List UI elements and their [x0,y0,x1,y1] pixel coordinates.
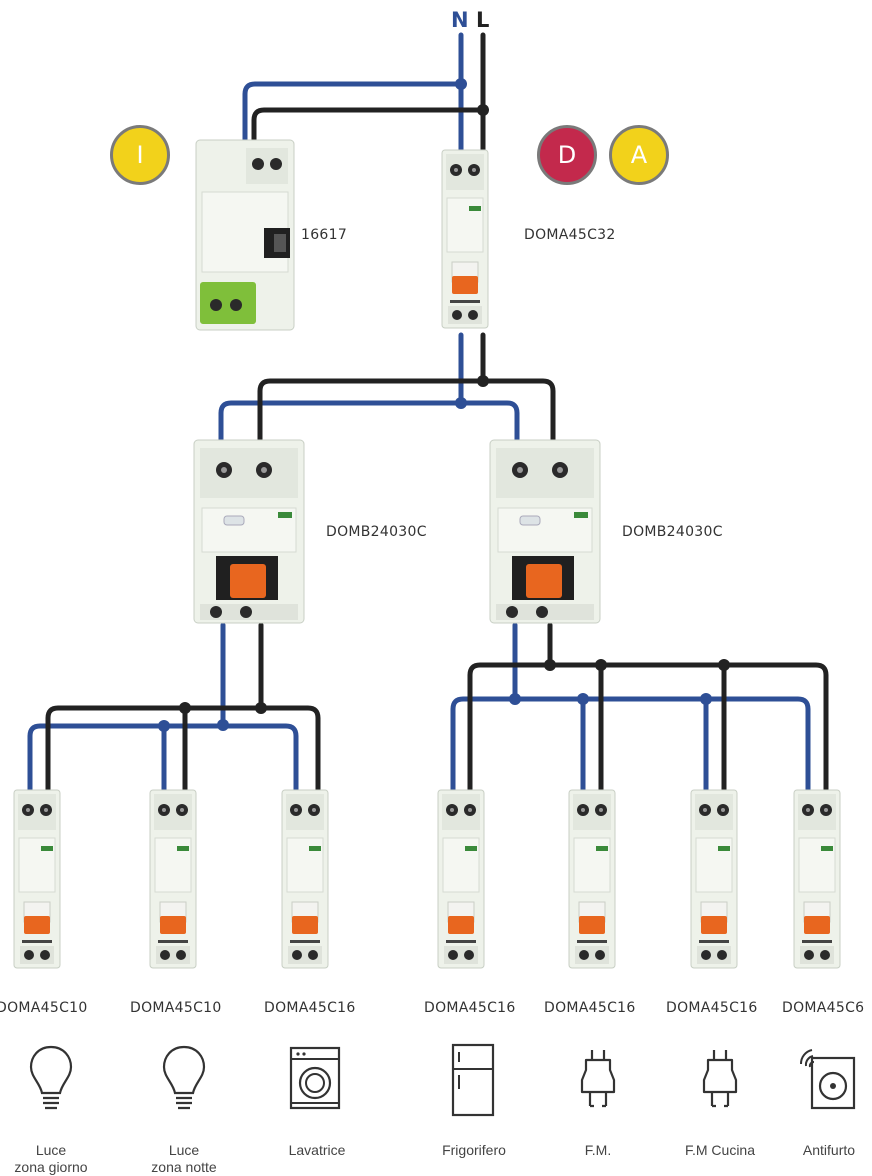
caption-line: F.M Cucina [684,1142,756,1158]
wire-neutral-bus-right [450,696,811,798]
circuit-code: DOMA45C6 [782,1000,865,1016]
circuit-code: DOMA45C10 [130,1000,222,1016]
wire-live-bus-right [467,662,829,798]
breaker-luce-giorno [13,789,61,969]
lightbulb-icon [29,1045,73,1110]
caption-line: F.M. [584,1142,612,1158]
circuit-caption: F.M. [543,1142,653,1159]
circuit-caption: Frigorifero [419,1142,529,1159]
breaker-luce-notte [149,789,197,969]
breaker-frigorifero [437,789,485,969]
live-label: L [476,8,490,32]
rcd-left [193,439,305,624]
lightbulb-icon [162,1045,206,1110]
circuit-caption: Luce zona notte [129,1142,239,1176]
caption-line: Lavatrice [288,1142,346,1158]
wire-live-to-isolator [251,107,486,153]
circuit-code: DOMA45C16 [666,1000,758,1016]
breaker-fm [568,789,616,969]
rcd-right-code: DOMB24030C [622,524,723,540]
isolator-code: 16617 [301,227,348,243]
circuit-caption: Antifurto [774,1142,872,1159]
caption-line: Luce [168,1142,200,1158]
plug-icon [580,1050,616,1108]
wire-live-bus-rcd [257,378,556,448]
fridge-icon [451,1043,495,1117]
wire-neutral-bus-rcd [218,400,520,448]
badge-d: D [537,125,597,185]
badge-a: A [609,125,669,185]
breaker-lavatrice [281,789,329,969]
alarm-icon [799,1049,856,1110]
circuit-caption: Luce zona giorno [0,1142,106,1176]
main-breaker-code: DOMA45C32 [524,227,616,243]
circuit-code: DOMA45C10 [0,1000,88,1016]
rcd-right [489,439,601,624]
breaker-fm-cucina [690,789,738,969]
circuit-code: DOMA45C16 [264,1000,356,1016]
circuit-caption: Lavatrice [262,1142,372,1159]
circuit-code: DOMA45C16 [424,1000,516,1016]
plug-icon [702,1050,738,1108]
wire-neutral-to-isolator [242,81,464,153]
badge-i: I [110,125,170,185]
caption-line: Frigorifero [442,1142,506,1158]
caption-line: zona notte [151,1159,217,1175]
circuit-caption: F.M Cucina [665,1142,775,1159]
main-breaker-doma45c32 [441,149,489,329]
washing-machine-icon [289,1046,341,1110]
caption-line: Luce [35,1142,67,1158]
neutral-label: N [451,8,469,32]
circuit-code: DOMA45C16 [544,1000,636,1016]
isolator-16617 [195,139,295,331]
rcd-left-code: DOMB24030C [326,524,427,540]
breaker-antifurto [793,789,841,969]
caption-line: Antifurto [802,1142,856,1158]
caption-line: zona giorno [14,1159,88,1175]
